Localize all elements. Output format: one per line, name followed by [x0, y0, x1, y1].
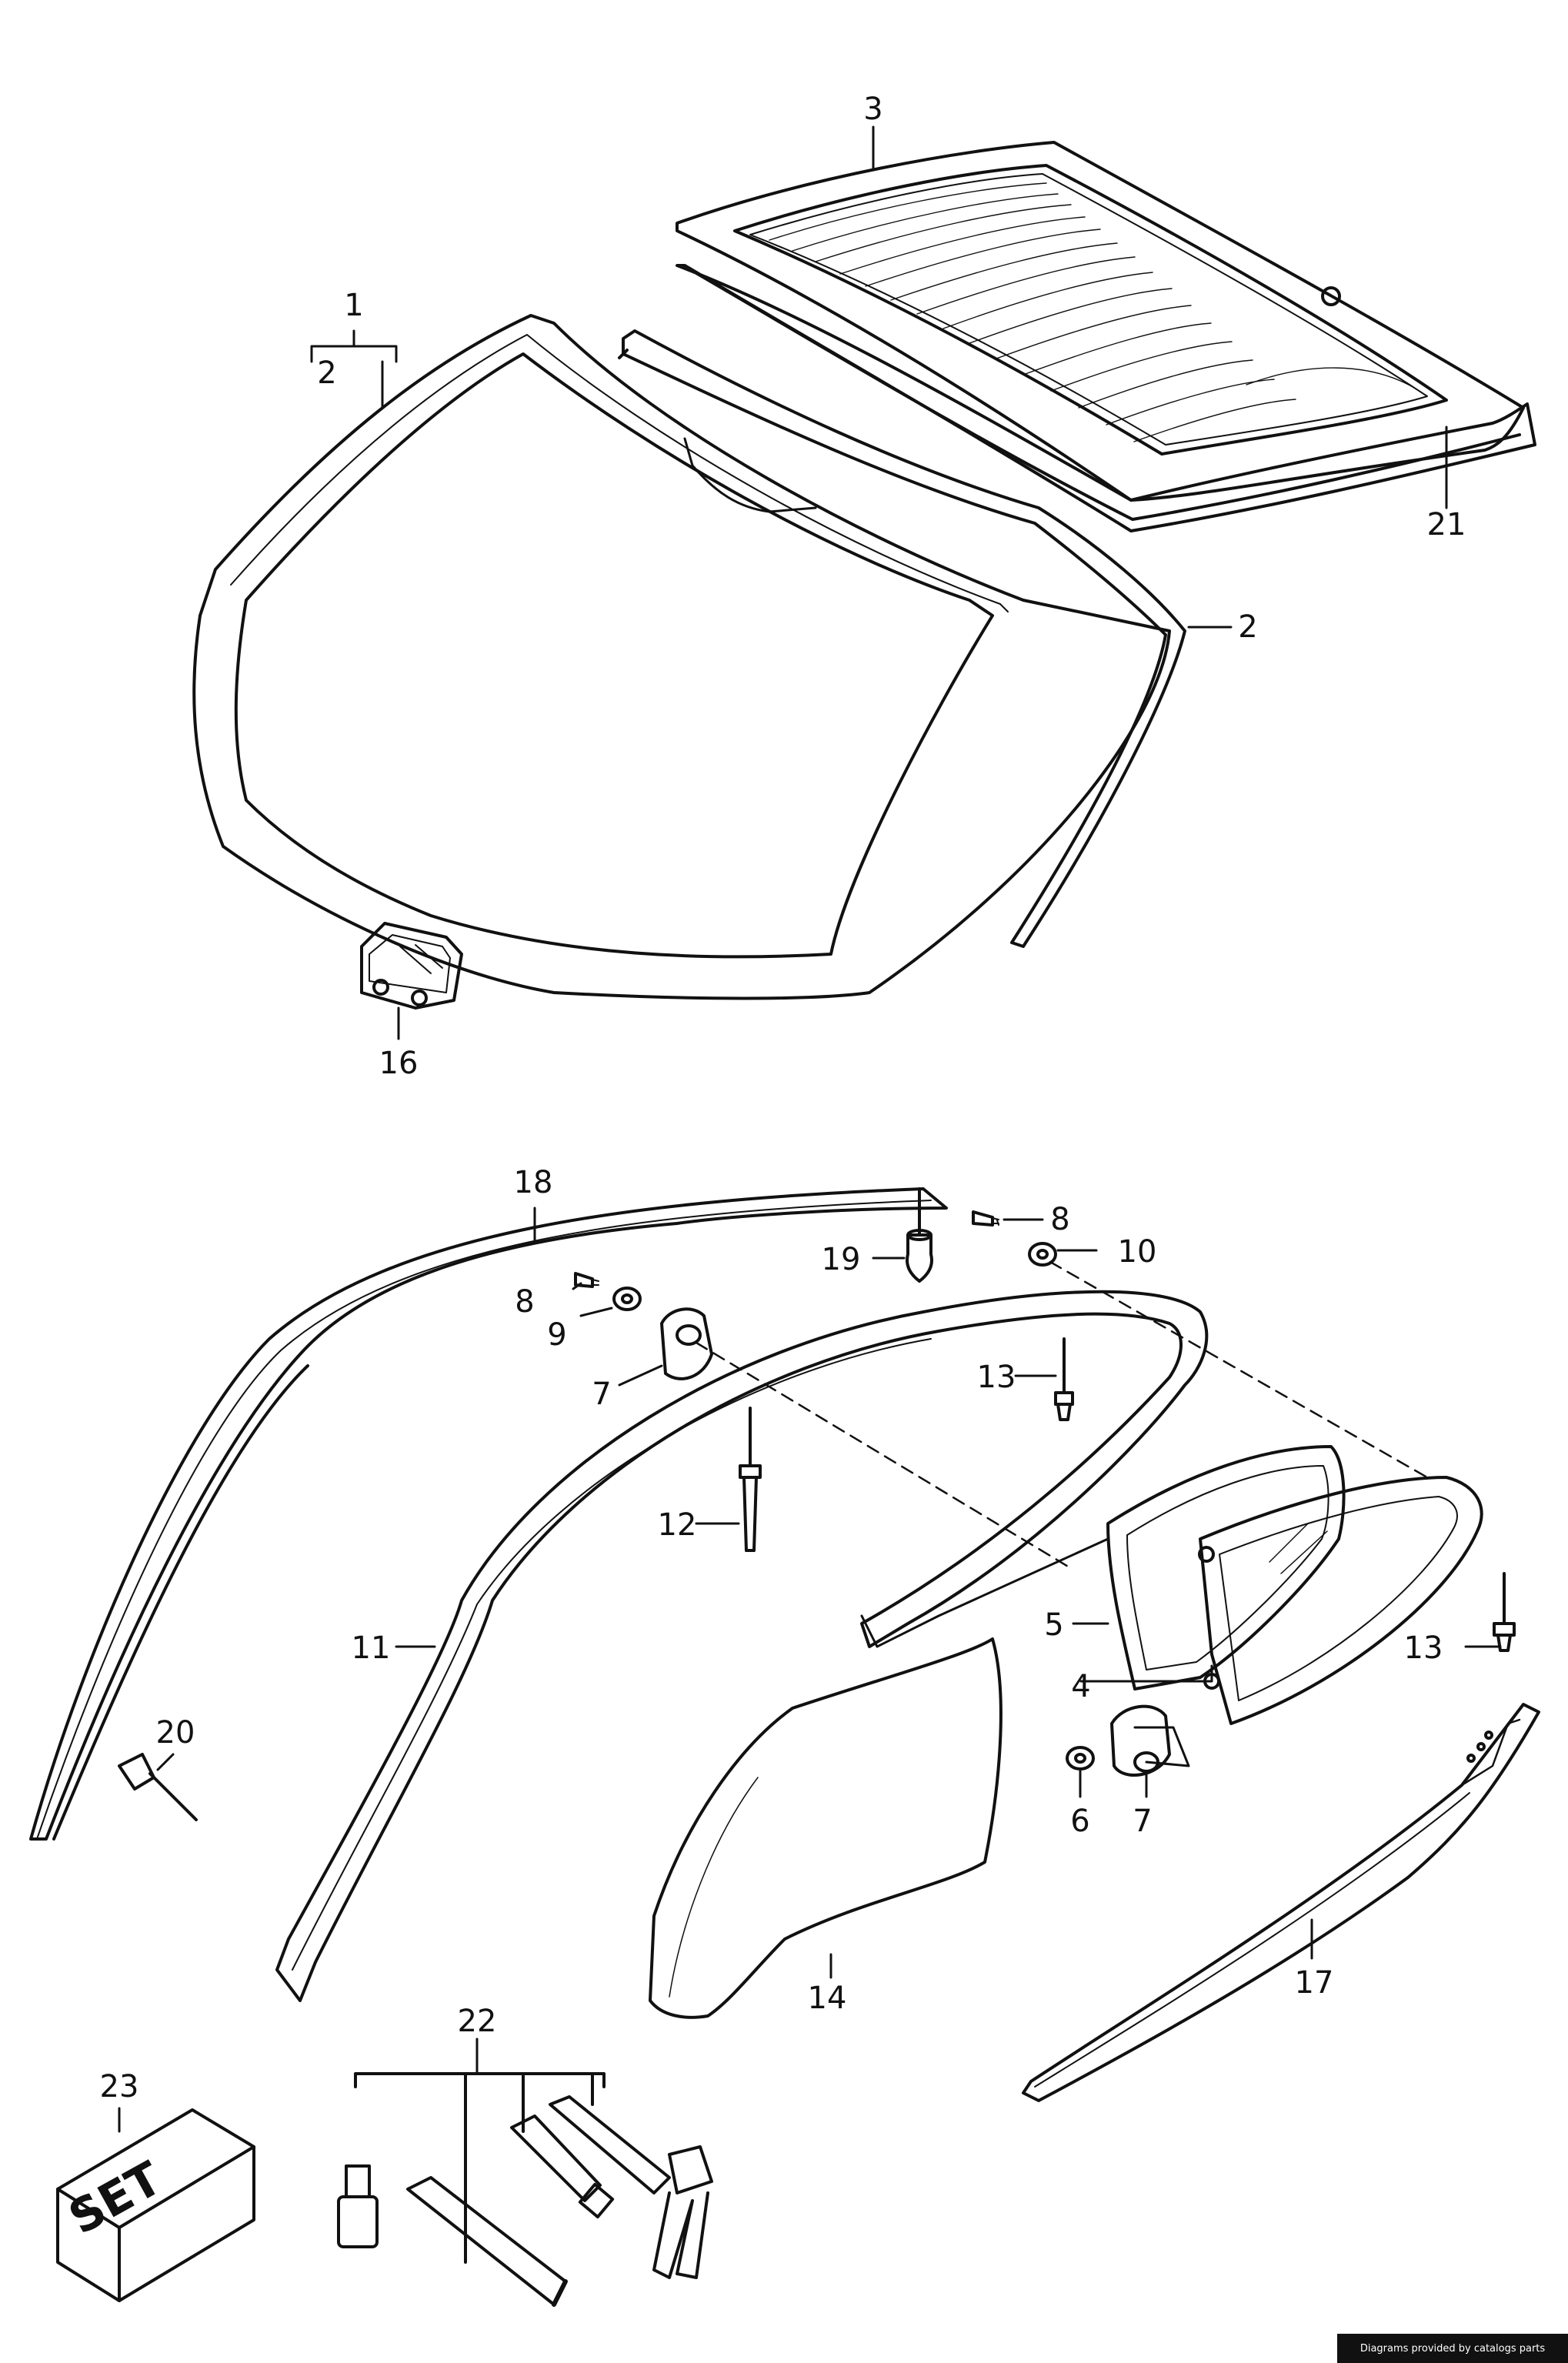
callout-12: 12 — [658, 1507, 697, 1543]
callout-4: 4 — [1071, 1669, 1090, 1704]
mounting-bolt — [906, 1187, 933, 1283]
callout-6: 6 — [1070, 1804, 1089, 1839]
callout-8: 8 — [515, 1284, 534, 1320]
credit-text: Diagrams provided by catalogs parts — [1359, 2342, 1546, 2355]
callout-2: 2 — [317, 355, 336, 391]
callout-17: 17 — [1295, 1965, 1334, 2001]
callout-3: 3 — [863, 92, 882, 127]
callout-5: 5 — [1044, 1607, 1063, 1643]
adhesive-kit — [337, 2072, 713, 2307]
callout-13: 13 — [1404, 1630, 1443, 1666]
callout-9: 9 — [547, 1317, 566, 1353]
clip — [1493, 1572, 1516, 1652]
screw — [574, 1272, 599, 1288]
callout-19: 19 — [822, 1242, 861, 1277]
callout-11: 11 — [352, 1630, 391, 1666]
callout-7: 7 — [1133, 1804, 1152, 1839]
windscreen-glass — [192, 314, 1171, 1000]
quarter-window-frame — [860, 1445, 1346, 1690]
rain-sensor — [360, 922, 463, 1010]
windscreen-seal — [618, 329, 1186, 948]
callout-23: 23 — [100, 2069, 139, 2104]
lower-trim-strip — [1022, 1703, 1540, 2102]
set-box-label: SET — [60, 2151, 170, 2245]
clip — [1054, 1337, 1074, 1421]
callout-16: 16 — [379, 1046, 419, 1081]
screw — [972, 1210, 999, 1227]
callout-8: 8 — [1050, 1202, 1069, 1237]
repair-set-box — [56, 2108, 255, 2302]
clip — [118, 1753, 198, 1821]
washer — [1066, 1746, 1095, 1771]
callout-20: 20 — [156, 1715, 195, 1751]
callout-13: 13 — [977, 1360, 1016, 1395]
rear-window-glass — [676, 141, 1525, 502]
callout-14: 14 — [808, 1981, 847, 2016]
rubber-pad — [660, 1307, 713, 1380]
rubber-pad — [1110, 1704, 1171, 1777]
callout-22: 22 — [458, 2004, 497, 2039]
washer — [612, 1287, 642, 1311]
washer — [1028, 1242, 1057, 1267]
diagram-credit: Diagrams provided by catalogs parts — [1337, 2334, 1568, 2363]
callout-labels: 1 2 2 3 21 16 18 8 10 19 8 9 7 13 12 11 … — [100, 92, 1466, 2104]
callout-2: 2 — [1238, 609, 1257, 645]
callout-18: 18 — [514, 1165, 553, 1200]
alignment-lines — [695, 1260, 1429, 1571]
callout-7: 7 — [592, 1377, 611, 1412]
rear-window-seal — [676, 264, 1536, 532]
callout-1: 1 — [344, 288, 363, 323]
quarter-window-glass — [1198, 1476, 1483, 1725]
roof-rail-trim — [29, 1187, 948, 1841]
clip — [739, 1407, 762, 1552]
callout-10: 10 — [1118, 1234, 1157, 1270]
leader-lines — [118, 125, 1502, 2133]
door-window-glass — [649, 1637, 1003, 2019]
callout-21: 21 — [1427, 507, 1466, 542]
